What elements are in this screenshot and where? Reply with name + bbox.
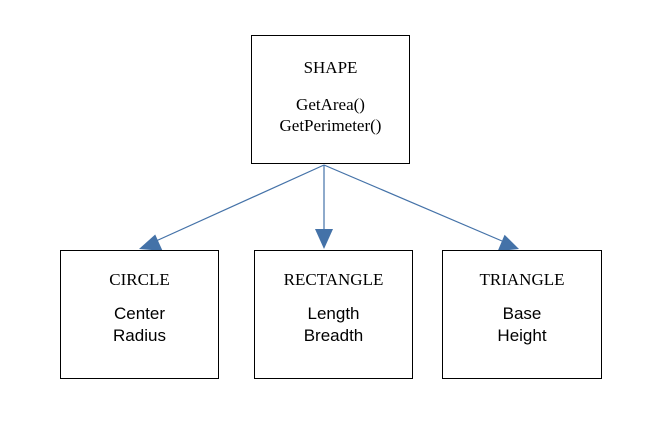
circle-class-attributes: Center Radius (61, 303, 218, 347)
arrow-line-triangle (323, 164, 503, 242)
shape-method-get-area: GetArea() (296, 95, 365, 114)
circle-attribute-radius: Radius (113, 326, 166, 345)
shape-method-get-perimeter: GetPerimeter() (279, 116, 382, 135)
arrowhead-rectangle (315, 229, 333, 249)
rectangle-class-attributes: Length Breadth (255, 303, 412, 347)
circle-class-box: CIRCLE Center Radius (60, 250, 219, 379)
arrow-shape-to-triangle (323, 164, 519, 252)
triangle-class-attributes: Base Height (443, 303, 601, 347)
rectangle-attribute-length: Length (307, 304, 360, 323)
triangle-class-box: TRIANGLE Base Height (442, 250, 602, 379)
arrow-shape-to-circle (139, 164, 325, 251)
circle-class-title: CIRCLE (109, 270, 170, 289)
triangle-attribute-base: Base (502, 304, 542, 323)
circle-attribute-center: Center (113, 304, 166, 323)
arrowhead-triangle (497, 234, 519, 252)
arrowhead-circle (139, 234, 163, 251)
shape-class-title: SHAPE (303, 58, 358, 77)
arrow-shape-to-rectangle (315, 165, 333, 249)
shape-class-box: SHAPE GetArea() GetPerimeter() (251, 35, 410, 164)
triangle-class-title: TRIANGLE (479, 270, 565, 289)
rectangle-class-title: RECTANGLE (283, 270, 384, 289)
rectangle-attribute-breadth: Breadth (303, 326, 364, 345)
shape-class-methods: GetArea() GetPerimeter() (252, 94, 409, 136)
arrow-line-circle (155, 164, 325, 242)
rectangle-class-box: RECTANGLE Length Breadth (254, 250, 413, 379)
triangle-attribute-height: Height (497, 326, 547, 345)
